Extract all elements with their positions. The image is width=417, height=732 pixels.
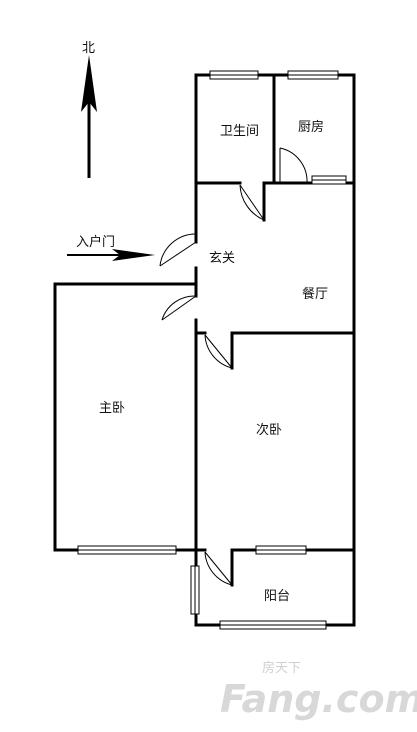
entrance-label: 入户门: [76, 234, 115, 250]
walls: [53, 73, 356, 627]
kitchen-door-arc: [279, 147, 308, 184]
balcony-door-leaf: [204, 551, 233, 586]
window-master-bottom: [77, 545, 177, 555]
north-arrow-icon: [81, 55, 97, 112]
entrance-door-leaf-upper: [159, 241, 197, 267]
north-label: 北: [82, 41, 95, 56]
entrance-door-leaf-lower: [161, 295, 197, 321]
entrance-arrow-icon: [112, 249, 155, 261]
second-bedroom-door-leaf: [204, 334, 233, 369]
window-kitchen-inner: [311, 175, 347, 185]
room-label-foyer: 玄关: [209, 251, 235, 266]
watermark-brand: Fang.com: [220, 677, 417, 721]
balcony-door-arc: [204, 551, 233, 586]
doors: [159, 147, 308, 586]
second-bedroom-door-arc: [204, 334, 233, 369]
room-label-second-bedroom: 次卧: [256, 422, 282, 438]
room-label-bathroom: 卫生间: [220, 124, 259, 139]
room-label-kitchen: 厨房: [298, 119, 324, 135]
bath-door-arc: [239, 184, 265, 221]
windows: [77, 70, 347, 630]
window-kitchen-top: [287, 70, 339, 80]
watermark-logo: 房天下 Fang.com: [220, 660, 417, 721]
window-bath-top: [209, 70, 259, 80]
window-balcony-left: [190, 565, 200, 615]
entrance-door-arc-lower: [161, 295, 197, 321]
entrance-door-arc-upper: [159, 233, 197, 267]
window-balcony-bottom: [219, 620, 327, 630]
watermark-cn: 房天下: [262, 660, 301, 676]
entrance-arrow: 入户门: [67, 234, 155, 261]
room-label-master-bedroom: 主卧: [99, 401, 125, 416]
window-second-bottom: [255, 545, 307, 555]
room-label-dining: 餐厅: [302, 286, 328, 302]
room-labels: 卫生间 厨房 玄关 餐厅 主卧 次卧 阳台: [99, 119, 328, 604]
north-compass: 北: [81, 41, 97, 178]
bath-door-leaf: [239, 184, 265, 221]
room-label-balcony: 阳台: [264, 589, 290, 604]
